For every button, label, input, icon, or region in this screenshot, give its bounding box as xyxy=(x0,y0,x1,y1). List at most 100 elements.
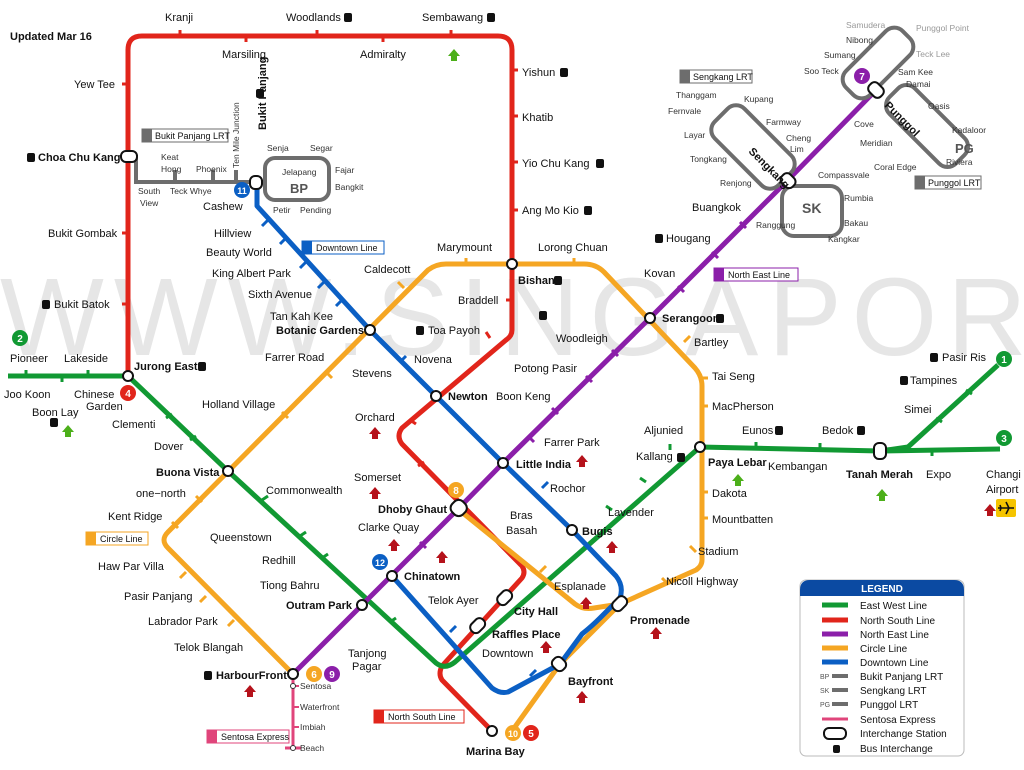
station-label-king-albert-park[interactable]: King Albert Park xyxy=(212,268,291,280)
station-label-pioneer[interactable]: Pioneer xyxy=(10,353,48,365)
little-india-node[interactable] xyxy=(497,457,509,469)
marina-bay-node[interactable] xyxy=(486,725,498,737)
station-label-bedok[interactable]: Bedok xyxy=(822,425,854,437)
station-label-bukit-batok[interactable]: Bukit Batok xyxy=(54,299,110,311)
punggol-node[interactable] xyxy=(866,80,886,100)
station-label-keat-hong-1[interactable]: Keat xyxy=(161,152,179,162)
city-hall-node[interactable] xyxy=(495,588,514,607)
station-label-lakeside[interactable]: Lakeside xyxy=(64,353,108,365)
station-label-braddell[interactable]: Braddell xyxy=(458,295,498,307)
station-label-soo-teck[interactable]: Soo Teck xyxy=(804,66,840,76)
station-label-yew-tee[interactable]: Yew Tee xyxy=(74,79,115,91)
station-label-renjong[interactable]: Renjong xyxy=(720,178,752,188)
outram-park-node[interactable] xyxy=(356,599,368,611)
station-label-tiong-bahru[interactable]: Tiong Bahru xyxy=(260,580,320,592)
station-label-chinese-garden-2[interactable]: Garden xyxy=(86,401,123,413)
bukit-panjang-node[interactable] xyxy=(249,175,263,190)
station-label-bras-basah-1[interactable]: Bras xyxy=(510,510,533,522)
station-label-tanjong-pagar-1[interactable]: Tanjong xyxy=(348,648,387,660)
buona-vista-node[interactable] xyxy=(222,465,234,477)
station-label-teck-whye[interactable]: Teck Whye xyxy=(170,186,212,196)
station-label-sumang[interactable]: Sumang xyxy=(824,50,856,60)
botanic-gardens-node[interactable] xyxy=(364,324,376,336)
station-label-boon-keng[interactable]: Boon Keng xyxy=(496,391,550,403)
tanah-merah-node[interactable] xyxy=(873,442,887,460)
station-label-rumbia[interactable]: Rumbia xyxy=(844,193,874,203)
station-label-labrador-park[interactable]: Labrador Park xyxy=(148,616,218,628)
station-label-sixth-avenue[interactable]: Sixth Avenue xyxy=(248,289,312,301)
station-label-yio-chu-kang[interactable]: Yio Chu Kang xyxy=(522,158,589,170)
jurong-east-node[interactable] xyxy=(122,370,134,382)
station-label-sam-kee[interactable]: Sam Kee xyxy=(898,67,933,77)
station-label-kallang[interactable]: Kallang xyxy=(636,451,673,463)
station-label-sentosa[interactable]: Sentosa xyxy=(300,681,331,691)
station-label-ranggung[interactable]: Ranggung xyxy=(756,220,796,230)
station-label-damai[interactable]: Damai xyxy=(906,79,931,89)
station-label-downtown[interactable]: Downtown xyxy=(482,648,533,660)
station-label-beauty-world[interactable]: Beauty World xyxy=(206,247,272,259)
station-label-macpherson[interactable]: MacPherson xyxy=(712,401,774,413)
station-label-one-north[interactable]: one−north xyxy=(136,488,186,500)
station-label-telok-blangah[interactable]: Telok Blangah xyxy=(174,642,243,654)
station-label-holland-village[interactable]: Holland Village xyxy=(202,399,275,411)
station-label-botanic-gardens[interactable]: Botanic Gardens xyxy=(276,325,364,337)
station-label-bishan[interactable]: Bishan xyxy=(518,275,555,287)
station-label-clementi[interactable]: Clementi xyxy=(112,419,155,431)
station-label-marina-bay[interactable]: Marina Bay xyxy=(466,746,526,758)
station-label-oasis[interactable]: Oasis xyxy=(928,101,950,111)
station-label-bugis[interactable]: Bugis xyxy=(582,526,613,538)
station-label-dhoby-ghaut[interactable]: Dhoby Ghaut xyxy=(378,504,447,516)
paya-lebar-node[interactable] xyxy=(694,441,706,453)
station-label-kangkar[interactable]: Kangkar xyxy=(828,234,860,244)
station-label-nicoll-highway[interactable]: Nicoll Highway xyxy=(666,576,739,588)
station-label-kovan[interactable]: Kovan xyxy=(644,268,675,280)
station-label-outram-park[interactable]: Outram Park xyxy=(286,600,353,612)
station-label-senja[interactable]: Senja xyxy=(267,143,289,153)
station-label-haw-par-villa[interactable]: Haw Par Villa xyxy=(98,561,165,573)
station-label-pasir-panjang[interactable]: Pasir Panjang xyxy=(124,591,193,603)
station-label-kent-ridge[interactable]: Kent Ridge xyxy=(108,511,162,523)
station-label-little-india[interactable]: Little India xyxy=(516,459,572,471)
chinatown-node[interactable] xyxy=(386,570,398,582)
station-label-lorong-chuan[interactable]: Lorong Chuan xyxy=(538,242,608,254)
station-label-rochor[interactable]: Rochor xyxy=(550,483,586,495)
station-label-caldecott[interactable]: Caldecott xyxy=(364,264,410,276)
station-label-segar[interactable]: Segar xyxy=(310,143,333,153)
station-label-khatib[interactable]: Khatib xyxy=(522,112,553,124)
station-label-mountbatten[interactable]: Mountbatten xyxy=(712,514,773,526)
station-label-cove[interactable]: Cove xyxy=(854,119,874,129)
station-label-riviera[interactable]: Riviera xyxy=(946,157,973,167)
raffles-place-node[interactable] xyxy=(468,616,487,635)
station-label-chinese-garden-1[interactable]: Chinese xyxy=(74,389,114,401)
station-label-kranji[interactable]: Kranji xyxy=(165,12,193,24)
station-label-somerset[interactable]: Somerset xyxy=(354,472,401,484)
station-label-newton[interactable]: Newton xyxy=(448,391,488,403)
station-label-city-hall[interactable]: City Hall xyxy=(514,606,558,618)
station-label-south-view-1[interactable]: South xyxy=(138,186,160,196)
station-label-clarke-quay[interactable]: Clarke Quay xyxy=(358,522,420,534)
station-label-fernvale[interactable]: Fernvale xyxy=(668,106,701,116)
station-label-admiralty[interactable]: Admiralty xyxy=(360,49,406,61)
dhoby-ghaut-node[interactable] xyxy=(448,497,469,518)
station-label-paya-lebar[interactable]: Paya Lebar xyxy=(708,457,767,469)
station-label-petir[interactable]: Petir xyxy=(273,205,291,215)
station-label-buona-vista[interactable]: Buona Vista xyxy=(156,467,220,479)
station-label-woodlands[interactable]: Woodlands xyxy=(286,12,341,24)
station-label-woodleigh[interactable]: Woodleigh xyxy=(556,333,608,345)
station-label-waterfront[interactable]: Waterfront xyxy=(300,702,340,712)
bishan-node[interactable] xyxy=(506,258,518,270)
station-label-hillview[interactable]: Hillview xyxy=(214,228,251,240)
station-label-bras-basah-2[interactable]: Basah xyxy=(506,525,537,537)
station-label-toa-payoh[interactable]: Toa Payoh xyxy=(428,325,480,337)
station-label-eunos[interactable]: Eunos xyxy=(742,425,774,437)
newton-node[interactable] xyxy=(430,390,442,402)
station-label-cheng-lim-2[interactable]: Lim xyxy=(790,144,804,154)
station-label-beach[interactable]: Beach xyxy=(300,743,324,753)
station-label-cheng-lim-1[interactable]: Cheng xyxy=(786,133,811,143)
station-label-marymount[interactable]: Marymount xyxy=(437,242,492,254)
station-label-bartley[interactable]: Bartley xyxy=(694,337,729,349)
station-label-kadaloor[interactable]: Kadaloor xyxy=(952,125,986,135)
station-label-tan-kah-kee[interactable]: Tan Kah Kee xyxy=(270,311,333,323)
station-label-thanggam[interactable]: Thanggam xyxy=(676,90,717,100)
station-label-fajar[interactable]: Fajar xyxy=(335,165,355,175)
